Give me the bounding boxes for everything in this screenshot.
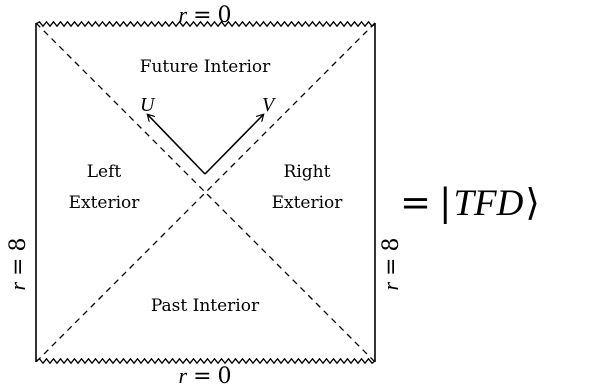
- right-boundary-label: r=8: [378, 238, 404, 291]
- horizon-diagonal-2: [35, 22, 376, 363]
- left-exterior-label-line1: Left: [87, 162, 122, 182]
- left-boundary-label: r=8: [5, 238, 31, 291]
- right-exterior-label-line2: Exterior: [272, 193, 344, 213]
- future-interior-label: Future Interior: [140, 57, 271, 77]
- u-axis-label: U: [140, 94, 156, 116]
- top-singularity-wave: [35, 20, 376, 28]
- past-interior-label: Past Interior: [151, 296, 260, 316]
- bottom-singularity-wave: [35, 357, 376, 365]
- horizon-diagonal-1: [35, 22, 376, 363]
- right-exterior-label-line1: Right: [284, 162, 331, 182]
- tfd-equation: =|TFD⟩: [400, 181, 540, 224]
- v-axis-label: V: [262, 94, 277, 116]
- top-boundary-label: r=0: [179, 2, 232, 28]
- u-axis-arrow: [148, 115, 206, 175]
- left-exterior-label-line2: Exterior: [69, 193, 141, 213]
- v-axis-arrow: [204, 115, 263, 175]
- bottom-boundary-label: r=0: [179, 363, 232, 385]
